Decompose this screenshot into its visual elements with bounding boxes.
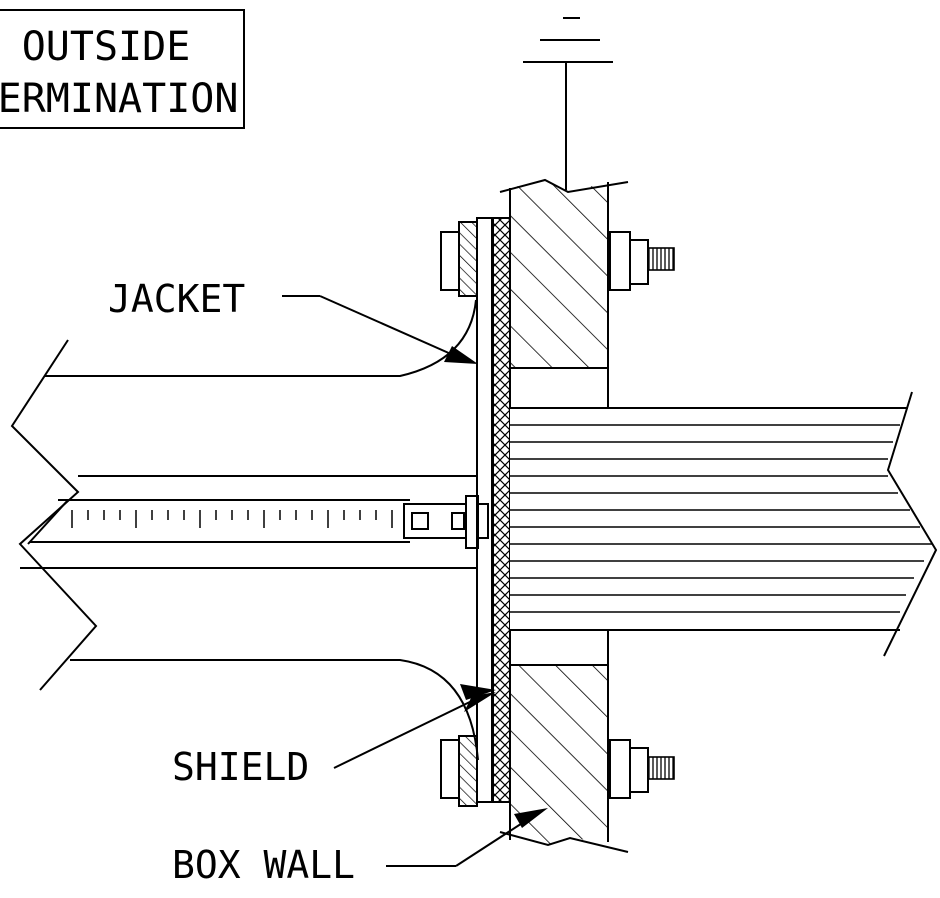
box-wall-label: BOX WALL [172, 843, 355, 887]
title-box: OUTSIDE TERMINATION [0, 9, 245, 129]
ground-symbol [523, 17, 613, 190]
title-line-2: TERMINATION [0, 76, 238, 122]
conductor-bundle [510, 391, 938, 657]
jacket-label: JACKET [108, 277, 245, 321]
box-wall-upper [499, 178, 629, 408]
clamp-plate [476, 217, 493, 803]
inner-conductor [27, 495, 489, 549]
shield-label: SHIELD [172, 745, 309, 789]
title-line-1: OUTSIDE [22, 24, 191, 70]
cable-jacket [10, 299, 479, 761]
shield-callout: SHIELD [172, 684, 496, 789]
lower-bolt [440, 735, 675, 807]
upper-bolt [440, 221, 675, 297]
box-wall-callout: BOX WALL [172, 808, 548, 887]
jacket-callout: JACKET [108, 277, 478, 364]
shield-strip [492, 217, 511, 803]
